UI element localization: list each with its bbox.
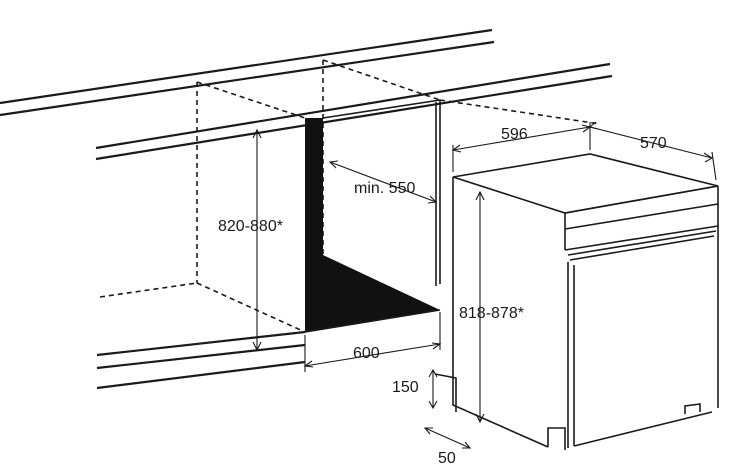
plinth-depth-label: 50 <box>438 450 456 467</box>
appliance-height-dimension: 818-878* <box>459 190 524 424</box>
worktop <box>0 28 613 161</box>
niche-width-label: 600 <box>353 345 380 362</box>
niche-height-label: 820-880* <box>218 218 283 235</box>
appliance-width-label: 596 <box>501 126 528 143</box>
niche-width-dimension: 600 <box>303 312 442 372</box>
appliance-width-dimension: 596 <box>451 122 592 172</box>
dishwasher-appliance <box>434 153 719 450</box>
appliance-height-label: 818-878* <box>459 305 524 322</box>
niche-cavity <box>304 99 441 333</box>
niche-depth-label: min. 550 <box>354 180 415 197</box>
appliance-depth-dimension: 570 <box>588 121 717 181</box>
plinth-height-dimension: 150 <box>392 368 438 410</box>
appliance-depth-label: 570 <box>640 135 667 152</box>
plinth-height-label: 150 <box>392 379 419 396</box>
niche-depth-dimension: min. 550 <box>328 160 438 204</box>
plinth-depth-dimension: 50 <box>423 427 472 467</box>
niche-height-dimension: 820-880* <box>218 128 283 352</box>
floor-lines <box>96 330 306 390</box>
